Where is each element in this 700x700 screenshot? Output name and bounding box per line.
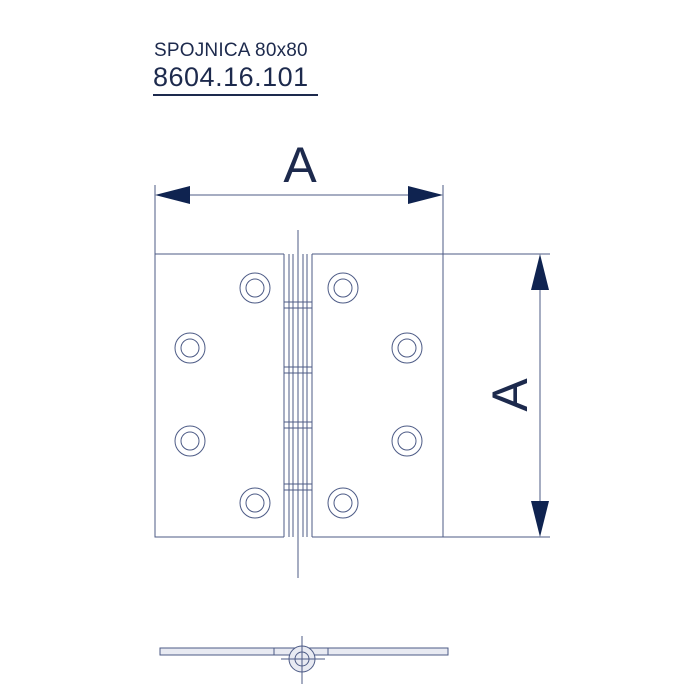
- arrow-right-icon: [408, 186, 443, 204]
- screw-hole: [327, 272, 359, 304]
- arrow-down-icon: [531, 501, 549, 537]
- dimension-label-width: A: [283, 137, 317, 193]
- arrow-up-icon: [531, 254, 549, 290]
- screw-hole: [239, 487, 271, 519]
- screw-hole: [239, 272, 271, 304]
- screw-hole: [174, 425, 206, 457]
- arrow-left-icon: [155, 186, 190, 204]
- screw-hole: [391, 425, 423, 457]
- product-code: 8604.16.101: [153, 62, 318, 96]
- screw-hole: [327, 487, 359, 519]
- left-leaf: [154, 253, 284, 538]
- screw-hole: [391, 332, 423, 364]
- dimension-label-height: A: [482, 378, 538, 412]
- right-leaf: [312, 253, 444, 538]
- screw-hole: [174, 332, 206, 364]
- side-view: [159, 636, 449, 684]
- product-title: SPOJNICA 80x80: [154, 40, 308, 61]
